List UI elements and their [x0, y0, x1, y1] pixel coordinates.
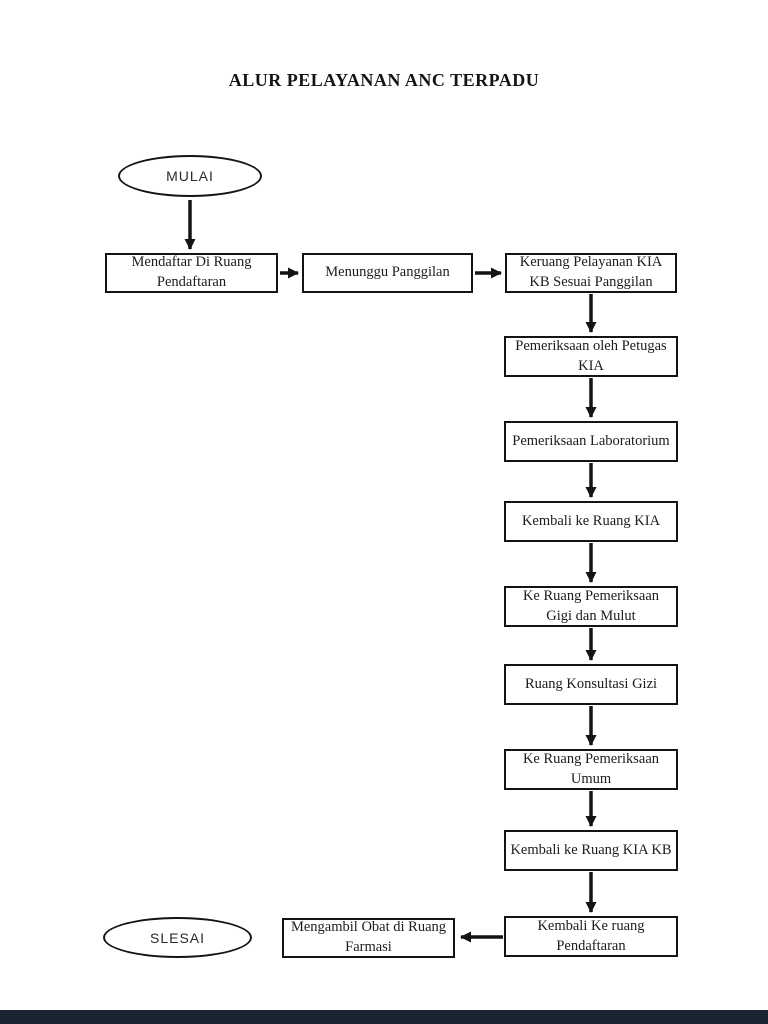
flowchart-step-mengambil-obat: Mengambil Obat di Ruang Farmasi: [282, 918, 455, 958]
flowchart-step-keruang-pelayanan: Keruang Pelayanan KIA KB Sesuai Panggila…: [505, 253, 677, 293]
flowchart-step-menunggu-panggilan: Menunggu Panggilan: [302, 253, 473, 293]
document-title: ALUR PELAYANAN ANC TERPADU: [228, 70, 540, 90]
flowchart-step-kembali-kia-kb: Kembali ke Ruang KIA KB: [504, 830, 678, 871]
flowchart-step-kembali-pendaftaran: Kembali Ke ruang Pendaftaran: [504, 916, 678, 957]
flowchart-step-pemeriksaan-petugas: Pemeriksaan oleh Petugas KIA: [504, 336, 678, 377]
flowchart-step-konsultasi-gizi: Ruang Konsultasi Gizi: [504, 664, 678, 705]
flowchart-step-mendaftar: Mendaftar Di Ruang Pendaftaran: [105, 253, 278, 293]
flowchart-step-kembali-kia: Kembali ke Ruang KIA: [504, 501, 678, 542]
flowchart-end-node: SLESAI: [103, 917, 252, 958]
flowchart-start-node: MULAI: [118, 155, 262, 197]
flowchart-step-pemeriksaan-umum: Ke Ruang Pemeriksaan Umum: [504, 749, 678, 790]
flowchart-step-laboratorium: Pemeriksaan Laboratorium: [504, 421, 678, 462]
flowchart-step-gigi-mulut: Ke Ruang Pemeriksaan Gigi dan Mulut: [504, 586, 678, 627]
footer-bar: [0, 1010, 768, 1024]
